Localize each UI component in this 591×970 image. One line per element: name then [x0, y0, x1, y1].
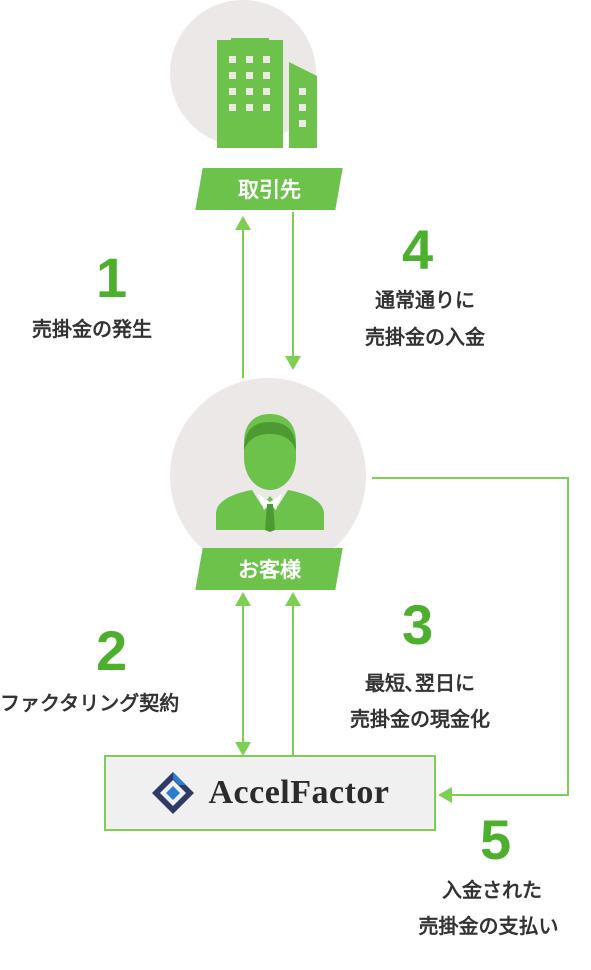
step-5-caption-line-1: 入金された	[442, 878, 542, 902]
accelfactor-logo-box: AccelFactor	[104, 755, 436, 831]
accelfactor-logo-icon	[152, 772, 195, 814]
step-1-caption: 売掛金の発生	[32, 317, 152, 341]
step-5-number: 5	[480, 808, 512, 871]
step-3-caption-line-1: 最短､翌日に	[365, 671, 475, 695]
step-5-caption-line-2: 売掛金の支払い	[418, 914, 559, 938]
step-4-caption-line-2: 売掛金の入金	[365, 325, 485, 349]
step-4-number: 4	[402, 218, 434, 281]
step-2-number: 2	[96, 619, 128, 682]
person-icon	[216, 414, 324, 532]
building-icon	[217, 38, 317, 148]
client-label: 取引先	[195, 168, 343, 210]
step-3-caption-line-2: 売掛金の現金化	[350, 707, 490, 731]
step-3-number: 3	[402, 593, 434, 656]
step-4-caption-line-1: 通常通りに	[375, 288, 475, 312]
customer-label: お客様	[195, 548, 343, 590]
accelfactor-logo-text: AccelFactor	[208, 774, 390, 811]
step-2-caption: ファクタリング契約	[0, 691, 180, 715]
step-1-number: 1	[96, 246, 128, 309]
arrow-step-5	[372, 477, 569, 796]
